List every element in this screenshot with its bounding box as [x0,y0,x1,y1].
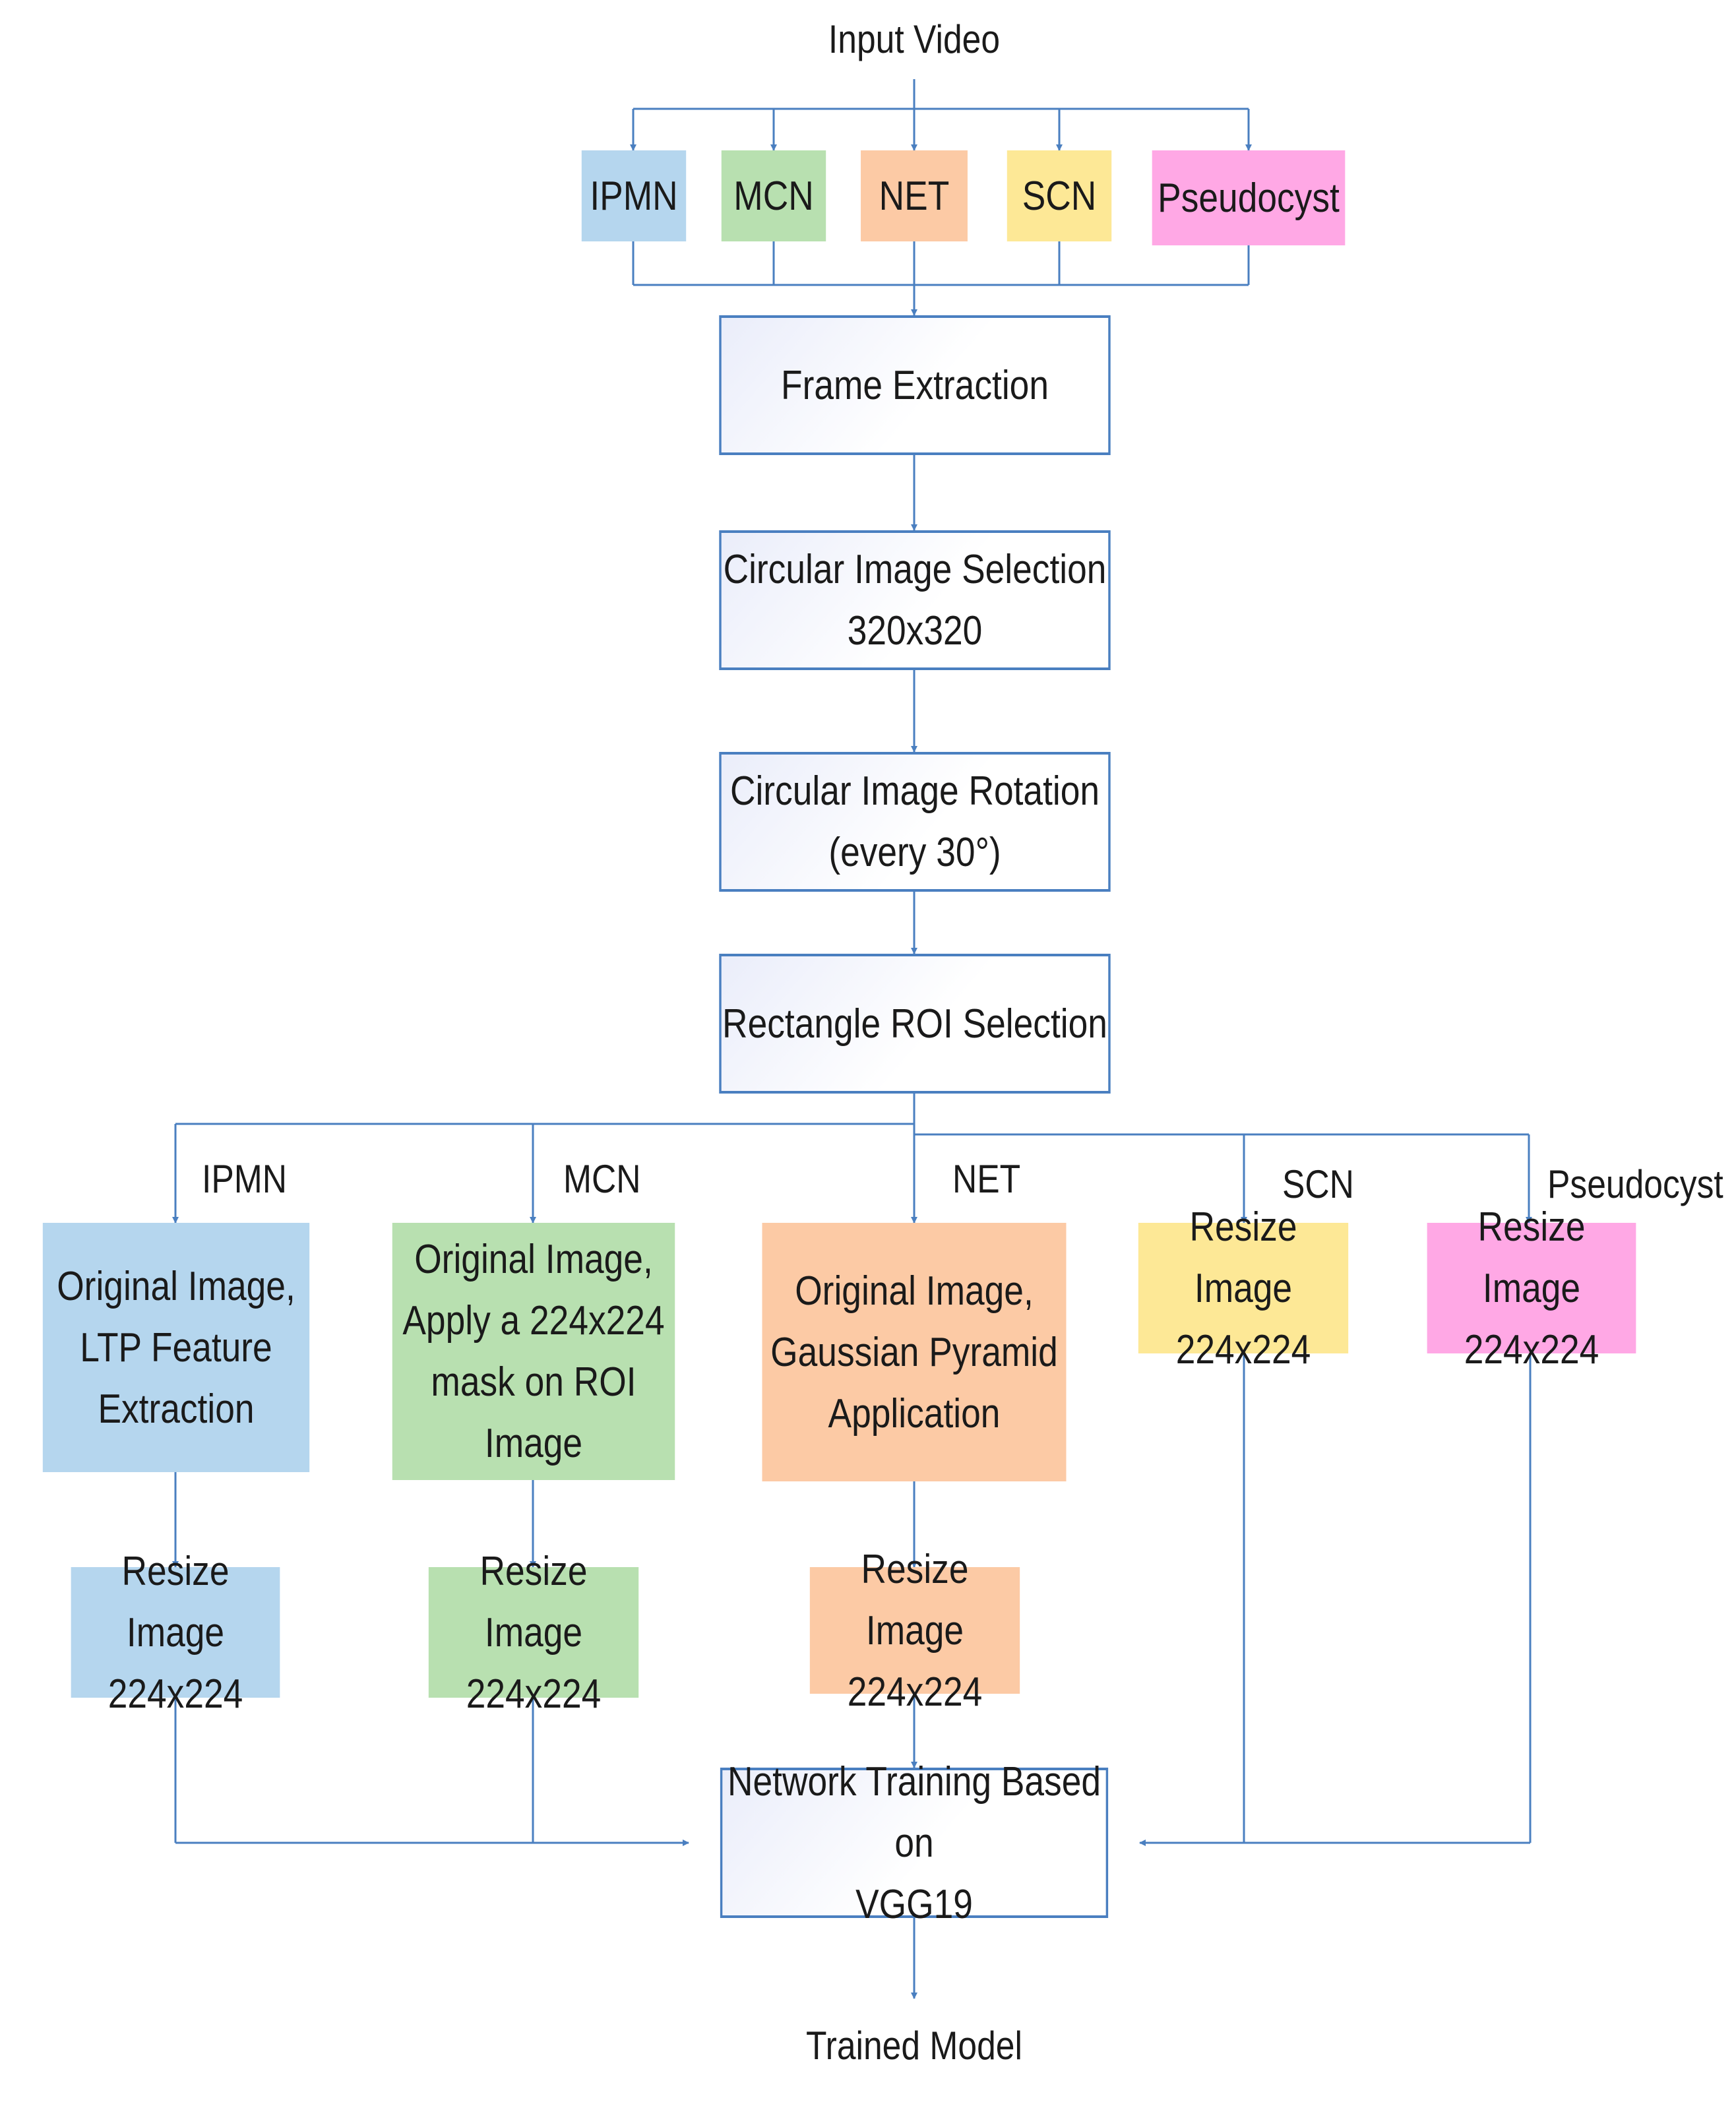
circular-rotation-box: Circular Image Rotation (every 30°) [719,752,1111,892]
trained-model-label: Trained Model [806,2024,1022,2068]
input-video-label: Input Video [828,17,1001,61]
network-training-box: Network Training Based on VGG19 [720,1759,1109,1927]
pseudocyst-resize-box: Resize Image 224x224 [1427,1204,1636,1373]
class-box-pseudocyst: Pseudocyst [1152,150,1346,245]
circular-selection-box: Circular Image Selection 320x320 [719,530,1111,670]
branch-label-mcn: MCN [563,1157,641,1201]
net-resize-box: Resize Image 224x224 [809,1547,1020,1715]
branch-label-net: NET [952,1157,1021,1201]
scn-resize-box: Resize Image 224x224 [1138,1204,1349,1373]
mcn-process-box: Original Image, Apply a 224x224 mask on … [392,1223,675,1480]
branch-label-scn: SCN [1282,1162,1354,1206]
class-box-mcn: MCN [721,150,826,241]
branch-label-ipmn: IPMN [202,1157,287,1201]
frame-extraction-box: Frame Extraction [719,315,1111,455]
rectangle-roi-box: Rectangle ROI Selection [719,954,1111,1094]
ipmn-process-box: Original Image, LTP Feature Extraction [42,1223,310,1472]
mcn-resize-box: Resize Image 224x224 [428,1549,639,1717]
class-box-ipmn: IPMN [581,150,687,241]
net-process-box: Original Image, Gaussian Pyramid Applica… [762,1223,1067,1481]
branch-label-pseudocyst: Pseudocyst [1547,1162,1723,1206]
class-box-net: NET [861,150,968,241]
class-box-scn: SCN [1007,150,1112,241]
ipmn-resize-box: Resize Image 224x224 [71,1549,280,1717]
